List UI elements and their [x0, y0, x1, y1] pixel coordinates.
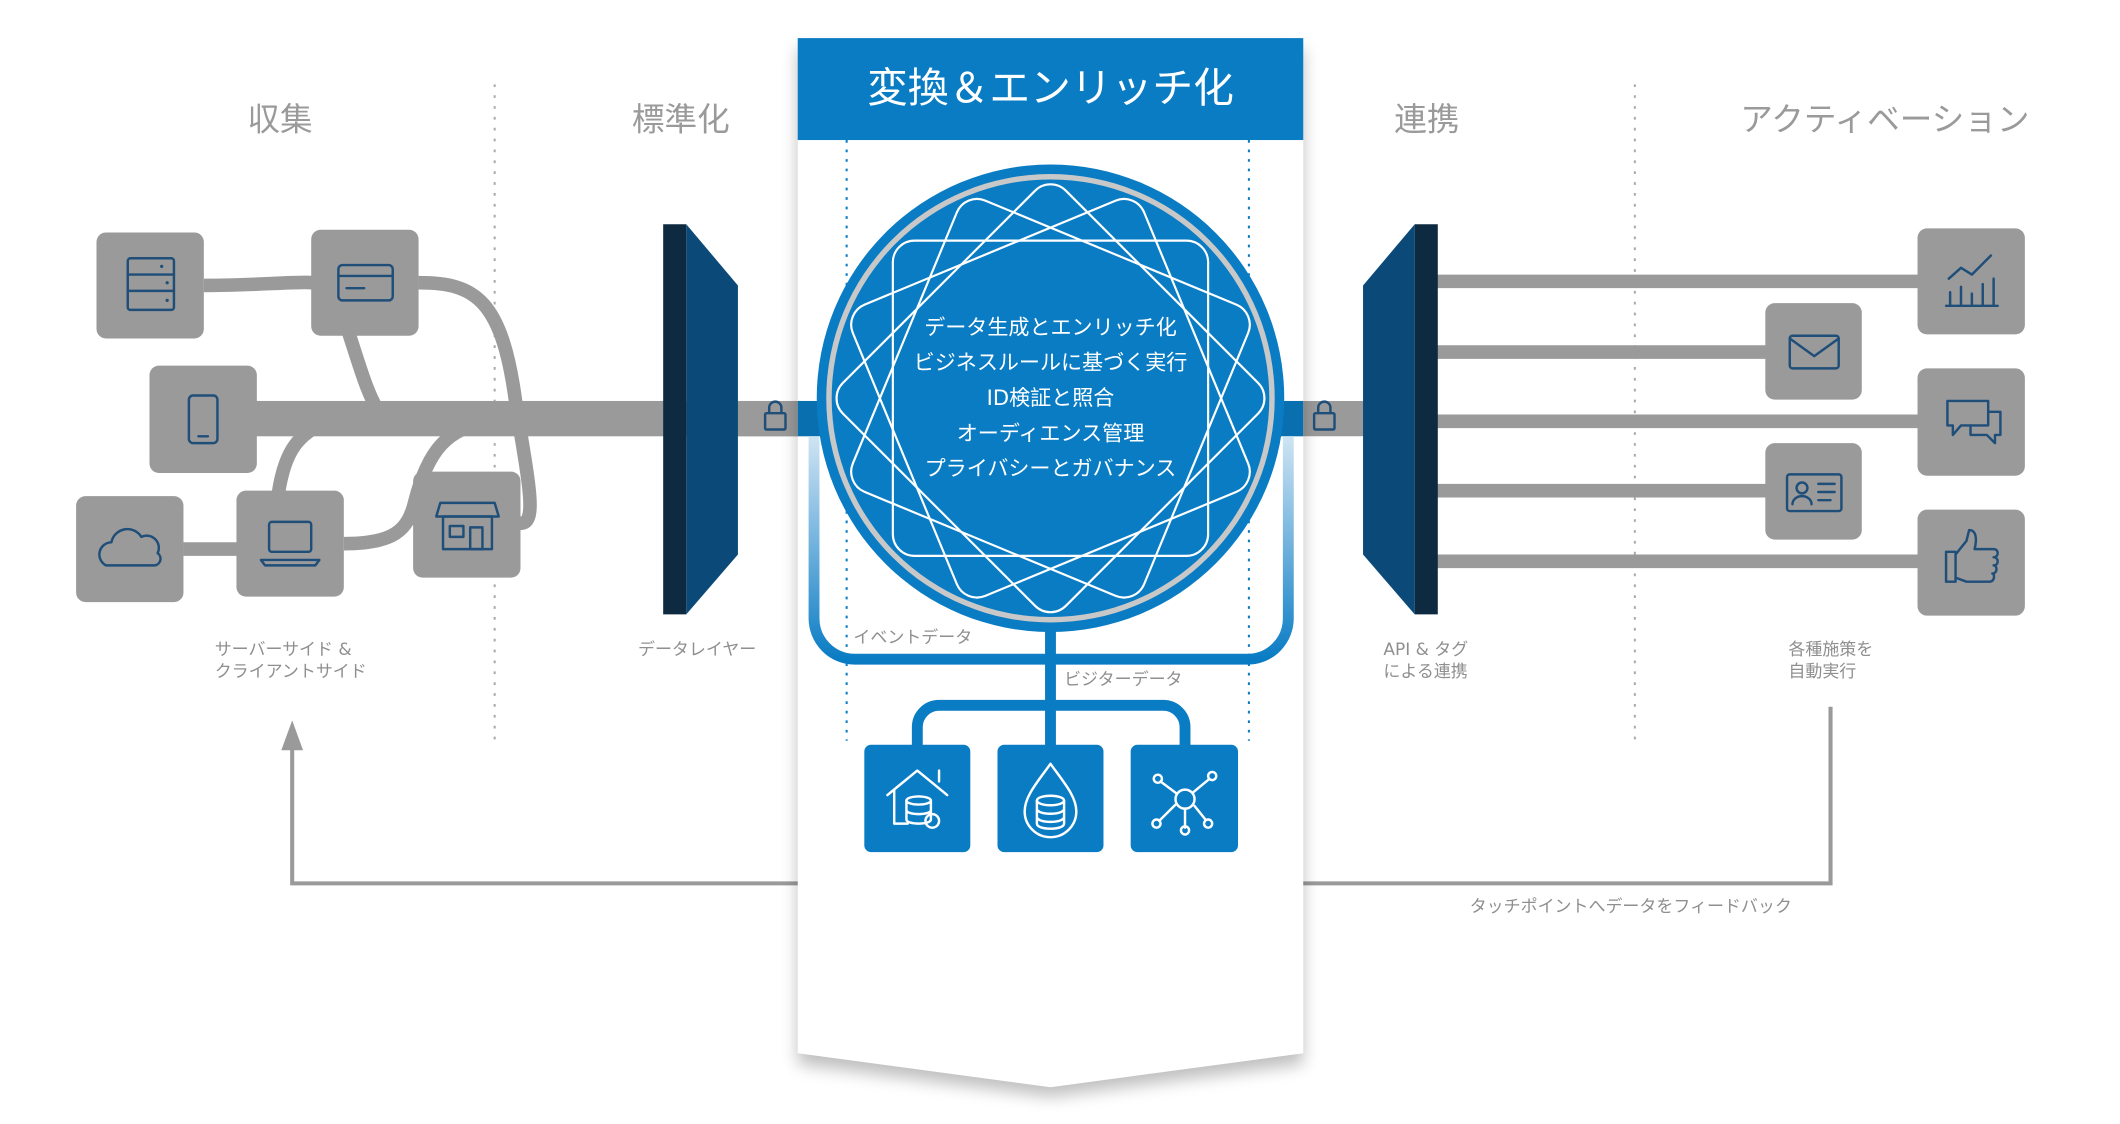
data-warehouse-icon	[864, 744, 971, 853]
api-label-1: API & タグ	[1383, 640, 1468, 660]
action-connectors	[1433, 274, 1919, 569]
section-standardize: 標準化	[632, 101, 730, 139]
network-hub-icon	[1130, 744, 1239, 853]
section-integrate: 連携	[1394, 101, 1459, 139]
core-item: ID検証と照合	[987, 385, 1115, 410]
section-activate: アクティベーション	[1740, 101, 2029, 139]
lock-icon	[1312, 400, 1336, 431]
lock-icon	[763, 400, 787, 431]
server-icon	[96, 232, 204, 339]
core-item: ビジネスルールに基づく実行	[914, 350, 1188, 375]
core-circle	[816, 164, 1285, 632]
store-icon	[413, 471, 521, 578]
cloud-icon	[76, 496, 184, 603]
visitor-data-line	[911, 618, 1191, 748]
data-layer-prism	[663, 224, 738, 615]
api-prism	[1363, 224, 1438, 615]
sources-label-2: クライアントサイド	[215, 662, 367, 682]
spirograph-square	[850, 197, 1251, 599]
core-item: データ生成とエンリッチ化	[924, 314, 1177, 339]
mobile-icon	[149, 365, 257, 473]
credit-card-icon	[311, 229, 419, 336]
core-item: オーディエンス管理	[957, 420, 1145, 445]
actions-label-2: 自動実行	[1788, 662, 1856, 682]
spirograph-pattern	[835, 183, 1266, 614]
section-collect: 収集	[247, 101, 312, 139]
id-card-icon	[1765, 443, 1862, 540]
event-data-label: イベントデータ	[853, 627, 972, 648]
panel-title: 変換＆エンリッチ化	[867, 64, 1234, 112]
visitor-data-label: ビジターデータ	[1064, 669, 1182, 690]
sources-label-1: サーバーサイド &	[215, 640, 352, 660]
laptop-icon	[236, 490, 344, 597]
data-lake-icon	[997, 744, 1104, 853]
actions-label-1: 各種施策を	[1788, 640, 1873, 660]
mail-icon	[1765, 303, 1862, 400]
thumbs-up-icon	[1917, 509, 2025, 616]
panel-header	[797, 38, 1304, 141]
api-label-2: による連携	[1383, 662, 1467, 682]
feedback-label: タッチポイントへデータをフィードバック	[1470, 896, 1792, 917]
spirograph-square	[891, 239, 1210, 557]
spirograph-square	[850, 197, 1251, 599]
chart-icon	[1917, 228, 2025, 335]
core-features: データ生成とエンリッチ化 ビジネスルールに基づく実行 ID検証と照合 オーディエ…	[914, 314, 1188, 480]
spirograph-square	[835, 183, 1266, 614]
core-item: プライバシーとガバナンス	[925, 456, 1177, 481]
chat-icon	[1917, 368, 2025, 476]
data-layer-label: データレイヤー	[638, 639, 756, 660]
